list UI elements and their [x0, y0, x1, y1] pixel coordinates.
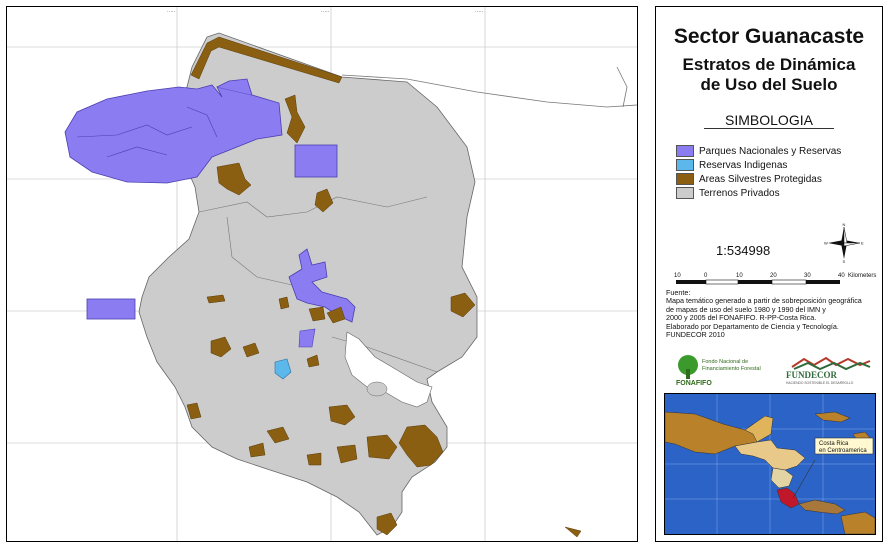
- legend-label: Terrenos Privados: [699, 187, 780, 199]
- north-arrow-icon: N S E W: [824, 223, 864, 263]
- indigenous-reserve[interactable]: [274, 358, 292, 380]
- border-line: [341, 74, 637, 108]
- coast-line: [616, 66, 628, 108]
- source-line: Elaborado por Departamento de Ciencia y …: [666, 321, 839, 331]
- map-canvas[interactable]: ····· ····· ·····: [7, 7, 637, 541]
- west-label: W: [824, 241, 828, 246]
- svg-text:·····: ·····: [321, 9, 330, 15]
- scale-unit: Kilometers: [848, 273, 876, 279]
- fonafifo-line2: Financiamiento Forestal: [702, 366, 761, 372]
- park-santa-rosa[interactable]: [64, 84, 283, 184]
- fonafifo-line1: Fondo Nacional de: [702, 359, 748, 365]
- east-label: E: [861, 241, 864, 246]
- svg-text:·····: ·····: [475, 9, 484, 15]
- legend-item-parks[interactable]: Parques Nacionales y Reservas: [676, 144, 841, 158]
- legend-heading: SIMBOLOGIA: [704, 112, 834, 129]
- scale-ratio: 1:534998: [716, 243, 771, 258]
- map-subtitle-line1: Estratos de Dinámica: [682, 55, 856, 74]
- legend-swatch-indigenous: [676, 159, 694, 171]
- north-label: N: [843, 223, 846, 227]
- south-label: S: [843, 259, 846, 263]
- map-subtitle: Estratos de Dinámica de Uso del Suelo: [656, 55, 882, 95]
- source-line: 2000 y 2005 del FONAFIFO. R-PP-Costa Ric…: [666, 313, 817, 323]
- legend-swatch-private: [676, 187, 694, 199]
- park-santa-rosa-north[interactable]: [216, 78, 253, 96]
- scale-tick: 40: [838, 273, 845, 279]
- legend-item-protected[interactable]: Areas Silvestres Protegidas: [676, 172, 822, 186]
- logos: Fondo Nacional de Financiamiento Foresta…: [666, 347, 880, 387]
- fundecor-name: FUNDECOR: [786, 370, 837, 380]
- scale-tick: 10: [736, 273, 743, 279]
- source-note: Fuente: Mapa temático generado a partir …: [666, 288, 880, 340]
- source-line: de mapas de uso del suelo 1980 y 1990 de…: [666, 304, 826, 314]
- legend-item-indigenous[interactable]: Reservas Indigenas: [676, 158, 787, 172]
- park-palo-verde[interactable]: [288, 248, 356, 323]
- fundecor-logo-icon: FUNDECOR HACIENDO SOSTENIBLE EL DESARROL…: [786, 356, 871, 385]
- gulf-of-nicoya: [344, 331, 433, 408]
- scale-bar: 10 0 10 20 30 40 Kilometers: [674, 273, 876, 285]
- legend-swatch-protected: [676, 173, 694, 185]
- map-title: Sector Guanacaste: [673, 25, 865, 48]
- island: [366, 381, 388, 397]
- legend-panel: Sector Guanacaste Estratos de Dinámica d…: [655, 6, 883, 542]
- fundecor-tag: HACIENDO SOSTENIBLE EL DESARROLLO: [786, 381, 854, 385]
- legend-label: Reservas Indigenas: [699, 159, 788, 171]
- inset-map-canvas: Costa Rica en Centroamerica: [665, 394, 875, 534]
- scale-tick: 0: [704, 273, 708, 279]
- admin-boundaries: [198, 196, 438, 373]
- map-frame[interactable]: ····· ····· ·····: [6, 6, 638, 542]
- park-coastal[interactable]: [86, 298, 136, 320]
- legend-swatch-parks: [676, 145, 694, 157]
- park-small[interactable]: [298, 328, 316, 348]
- protected-areas[interactable]: [186, 36, 582, 538]
- fonafifo-name: FONAFIFO: [676, 380, 712, 387]
- scale-tick: 30: [804, 273, 811, 279]
- legend-item-private[interactable]: Terrenos Privados: [676, 186, 780, 200]
- fonafifo-logo-icon: Fondo Nacional de Financiamiento Foresta…: [676, 355, 761, 387]
- map-subtitle-line2: de Uso del Suelo: [700, 75, 838, 94]
- grid-tick-labels: ····· ····· ·····: [167, 9, 484, 15]
- svg-text:·····: ·····: [167, 9, 176, 15]
- inset-label-line2: en Centroamerica: [819, 448, 867, 454]
- legend-label: Parques Nacionales y Reservas: [699, 145, 842, 157]
- scale-tick: 20: [770, 273, 777, 279]
- park-guanacaste[interactable]: [294, 144, 338, 178]
- inset-map[interactable]: Costa Rica en Centroamerica: [664, 393, 876, 535]
- inset-label-line1: Costa Rica: [819, 441, 849, 447]
- source-line: FUNDECOR 2010: [666, 330, 725, 340]
- source-heading: Fuente:: [666, 288, 691, 297]
- legend-label: Areas Silvestres Protegidas: [699, 173, 822, 185]
- source-line: Mapa temático generado a partir de sobre…: [666, 296, 862, 306]
- park-internal-lines: [76, 106, 218, 158]
- scale-tick: 10: [674, 273, 681, 279]
